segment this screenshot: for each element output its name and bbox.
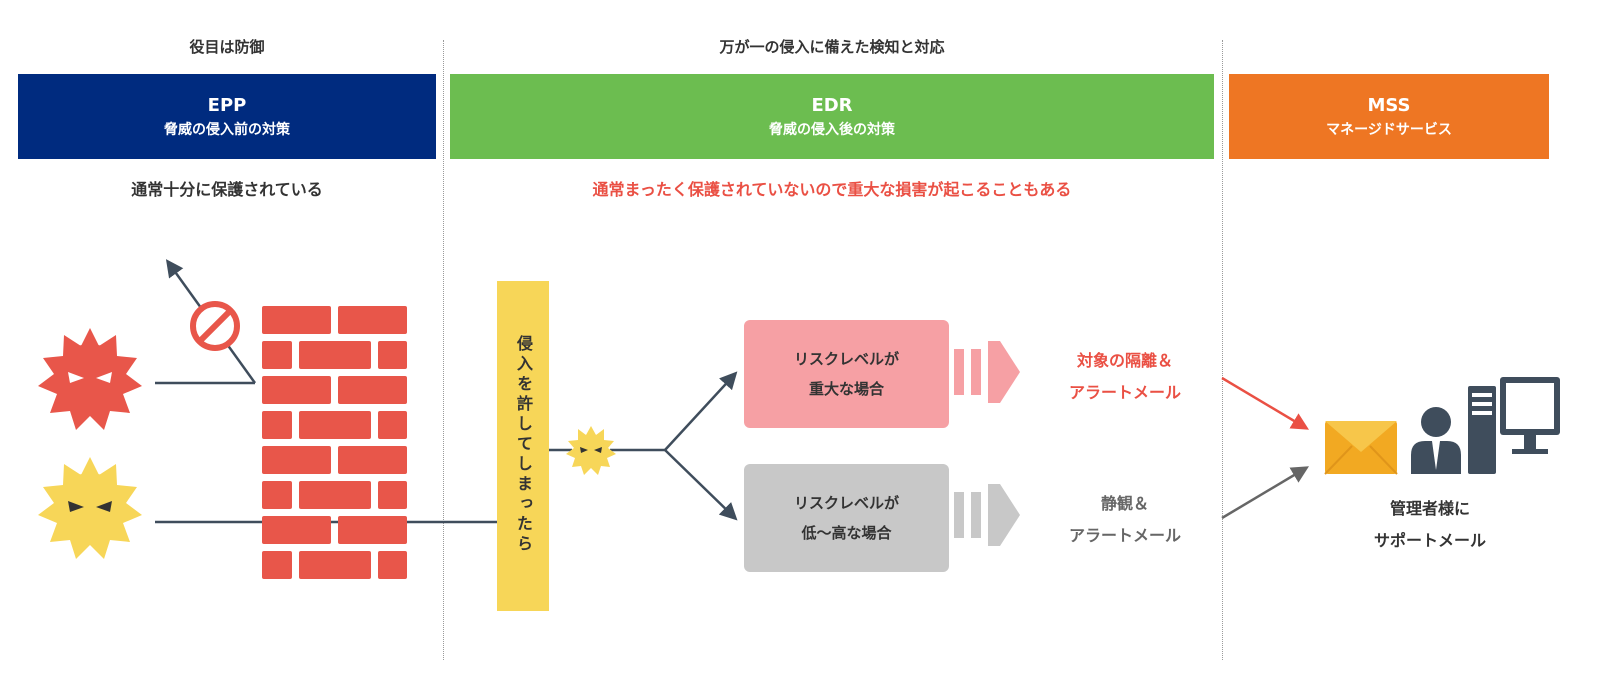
risk-high-line2: 重大な場合 bbox=[808, 380, 884, 398]
epp-subtitle: 脅威の侵入前の対策 bbox=[164, 121, 290, 138]
epp-note: 通常十分に保護されている bbox=[131, 180, 323, 199]
mss-subtitle: マネージドサービス bbox=[1326, 121, 1452, 138]
risk-high-result: 対象の隔離＆ アラートメール bbox=[1030, 345, 1220, 409]
brick bbox=[262, 341, 292, 369]
brick bbox=[378, 481, 407, 509]
intrusion-label: 侵入を許してしまったら bbox=[514, 335, 533, 555]
risk-high-result-line1: 対象の隔離＆ bbox=[1076, 351, 1173, 370]
brick bbox=[378, 411, 407, 439]
mss-result: 管理者様に サポートメール bbox=[1330, 493, 1530, 557]
brick bbox=[299, 411, 371, 439]
risk-low-result-line2: アラートメール bbox=[1068, 526, 1181, 545]
brick bbox=[378, 551, 407, 579]
risk-low-line2: 低〜高な場合 bbox=[801, 524, 892, 542]
risk-low-result-line1: 静観＆ bbox=[1100, 494, 1149, 513]
edr-title: EDR bbox=[811, 94, 853, 116]
virus-yellow-icon bbox=[38, 457, 142, 559]
mss-result-line2: サポートメール bbox=[1373, 531, 1486, 550]
prohibited-icon bbox=[190, 301, 240, 351]
risk-low-box: リスクレベルが 低〜高な場合 bbox=[744, 464, 949, 572]
brick bbox=[262, 376, 331, 404]
envelope-icon bbox=[1324, 421, 1398, 475]
person-icon bbox=[1411, 407, 1461, 474]
divider-edr-mss bbox=[1222, 40, 1223, 660]
brick bbox=[338, 516, 407, 544]
intrusion-bar: 侵入を許してしまったら bbox=[497, 281, 549, 611]
chevron-low-icon bbox=[954, 484, 1020, 546]
mss-title: MSS bbox=[1367, 94, 1411, 116]
epp-header: EPP 脅威の侵入前の対策 bbox=[18, 74, 436, 159]
brick bbox=[262, 306, 331, 334]
fork-up-arrow bbox=[664, 371, 738, 451]
fork-down-arrow bbox=[664, 449, 738, 521]
chevron-high-icon bbox=[954, 341, 1020, 403]
brick bbox=[338, 446, 407, 474]
edr-header: EDR 脅威の侵入後の対策 bbox=[450, 74, 1214, 159]
brick-wall-icon bbox=[262, 306, 407, 579]
desktop-computer-icon bbox=[1468, 377, 1560, 474]
brick bbox=[262, 481, 292, 509]
mss-result-line1: 管理者様に bbox=[1389, 499, 1470, 518]
brick bbox=[262, 551, 292, 579]
brick bbox=[262, 516, 331, 544]
risk-low-line1: リスクレベルが bbox=[793, 494, 899, 512]
detect-response-caption: 万が一の侵入に備えた検知と対応 bbox=[719, 38, 945, 56]
alert-low-arrow bbox=[1221, 466, 1310, 520]
mss-header: MSS マネージドサービス bbox=[1229, 74, 1549, 159]
risk-high-result-line2: アラートメール bbox=[1068, 383, 1181, 402]
brick bbox=[378, 341, 407, 369]
edr-subtitle: 脅威の侵入後の対策 bbox=[769, 121, 895, 138]
brick bbox=[299, 481, 371, 509]
edr-note: 通常まったく保護されていないので重大な損害が起こることもある bbox=[592, 180, 1072, 199]
brick bbox=[338, 376, 407, 404]
alert-high-arrow bbox=[1221, 376, 1310, 430]
virus-small-icon bbox=[566, 426, 616, 475]
epp-title: EPP bbox=[207, 94, 247, 116]
divider-epp-edr bbox=[443, 40, 444, 660]
brick bbox=[338, 306, 407, 334]
risk-high-line1: リスクレベルが bbox=[793, 350, 899, 368]
brick bbox=[262, 411, 292, 439]
brick bbox=[262, 446, 331, 474]
brick bbox=[299, 551, 371, 579]
connector-lines bbox=[155, 371, 738, 524]
virus-red-icon bbox=[38, 328, 142, 430]
brick bbox=[299, 341, 371, 369]
risk-low-result: 静観＆ アラートメール bbox=[1030, 488, 1220, 552]
risk-high-box: リスクレベルが 重大な場合 bbox=[744, 320, 949, 428]
defense-caption: 役目は防御 bbox=[189, 38, 265, 56]
